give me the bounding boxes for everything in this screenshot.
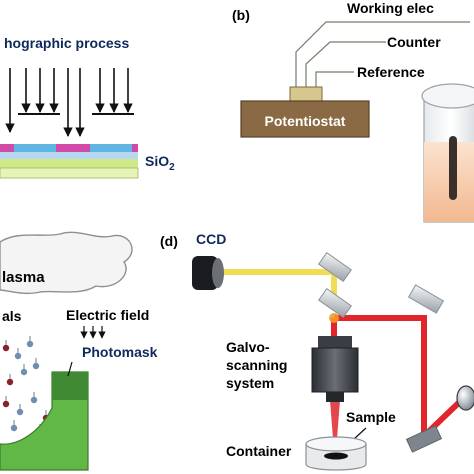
panel-d-tag: (d) (160, 233, 178, 249)
base-layer (0, 167, 139, 179)
electric-field-label: Electric field (66, 307, 149, 323)
panel-a-title: hographic process (4, 35, 129, 51)
uv-arrows (5, 68, 134, 137)
plasma-label: lasma (2, 269, 45, 286)
galvo-scanner (311, 336, 359, 402)
sample-label: Sample (346, 409, 396, 425)
electrode-rod (449, 136, 457, 200)
objective-lens (326, 392, 344, 402)
working-wire (295, 21, 470, 88)
reference-wire (315, 71, 354, 88)
scanner-body (311, 347, 359, 393)
scanner-top (318, 336, 352, 350)
substrate-stack (0, 144, 139, 179)
ccd-camera (192, 256, 224, 290)
ccd-label: CCD (196, 231, 226, 247)
silicon-layer (0, 159, 138, 168)
sample-spot (324, 452, 348, 460)
plasma-particle (14, 352, 22, 360)
plasma-particle (2, 344, 10, 352)
electrochemical-cell (421, 83, 474, 223)
beaker-rim (421, 83, 474, 109)
laser-source-lens (456, 385, 474, 411)
exposed-region (90, 144, 132, 152)
panel-d: (d) CCD Galvo- (160, 231, 474, 471)
counter-electrode-label: Counter (387, 34, 441, 50)
panel-c: lasma als Electric field Photomask (0, 231, 158, 471)
plasma-particle (26, 340, 34, 348)
panel-a: hographic process SiO2 (0, 35, 175, 179)
plasma-particle (16, 408, 24, 416)
panel-b: (b) Working elec Counter Reference Poten… (232, 0, 474, 223)
container-dish (305, 436, 367, 471)
plasma-particle (32, 362, 40, 370)
working-electrode-label: Working elec (347, 0, 434, 16)
plasma-particles (2, 336, 50, 436)
photomask-pointer (67, 361, 73, 377)
plasma-particle (6, 378, 14, 386)
plasma-particle (2, 400, 10, 408)
scanner-label-3: system (226, 375, 274, 391)
scanner-label-2: scanning (226, 357, 287, 373)
scanner-label-1: Galvo- (226, 339, 270, 355)
photomask-block (52, 372, 88, 400)
plasma-particle (30, 396, 38, 404)
oxide-layer (0, 152, 138, 159)
dichroic-mirror (318, 287, 352, 319)
ccd-lens (212, 258, 224, 288)
container-label: Container (226, 443, 292, 459)
plasma-particle (10, 424, 18, 432)
photomask-label: Photomask (82, 344, 158, 360)
panel-b-tag: (b) (232, 7, 250, 23)
mirror (407, 284, 445, 314)
reference-electrode-label: Reference (357, 64, 425, 80)
mirror (318, 251, 352, 283)
counter-wire (305, 41, 386, 88)
beam-junction (329, 313, 339, 323)
radicals-label: als (2, 308, 22, 324)
plasma-particle (20, 368, 28, 376)
connector-block (289, 86, 323, 102)
mirror (405, 425, 443, 453)
mirrors (318, 251, 445, 453)
potentiostat-label: Potentiostat (265, 113, 346, 129)
electrode-wires (295, 21, 470, 88)
field-arrows (80, 326, 106, 339)
plasma-cloud (0, 231, 133, 295)
dish-rim (305, 436, 367, 452)
potentiostat-box (240, 100, 370, 138)
exposed-region (14, 144, 56, 152)
photoresist-layer (0, 144, 138, 152)
focused-beam (330, 400, 340, 452)
laser-beam (334, 315, 473, 444)
ccd-body (192, 256, 218, 290)
substrate-label: SiO2 (145, 153, 175, 173)
